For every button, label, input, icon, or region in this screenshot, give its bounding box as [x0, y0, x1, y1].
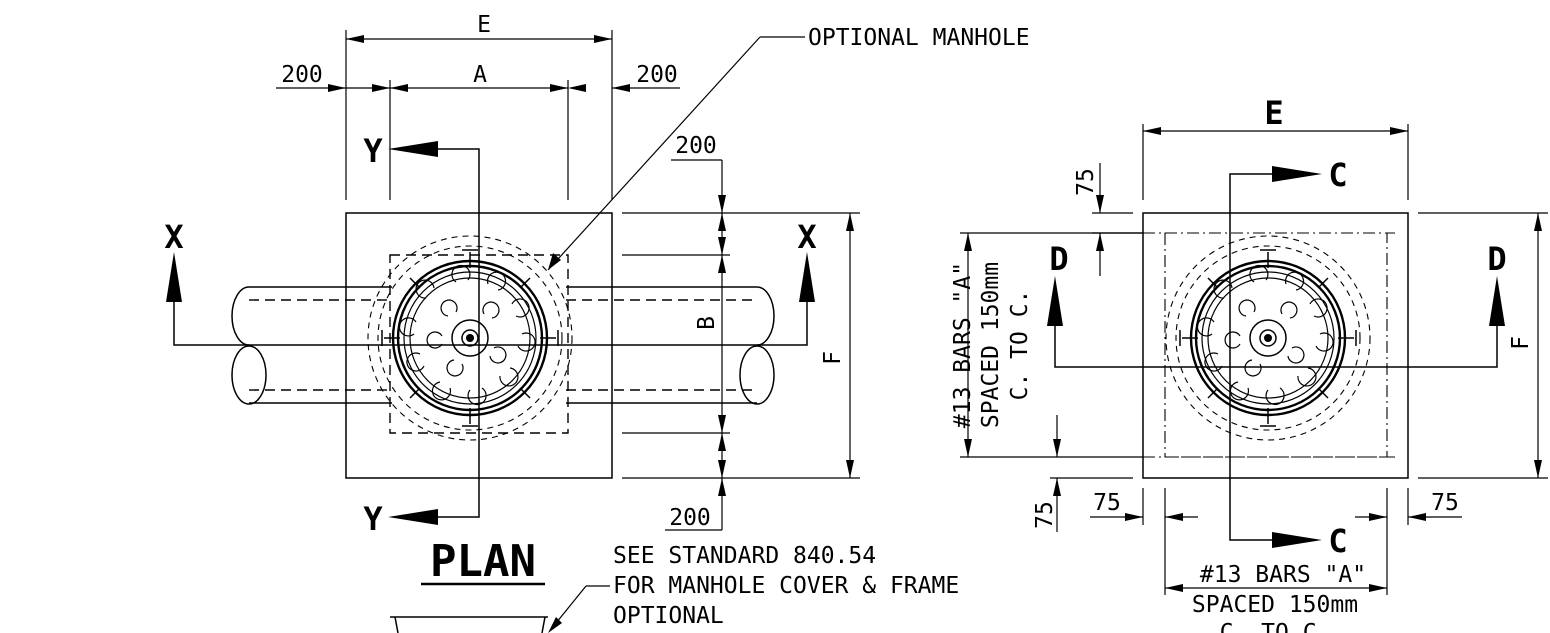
plan-view: E A 200 200 OPTIONAL MANHOLE — [164, 12, 1030, 633]
section-d-marker: D D — [1047, 240, 1507, 368]
reinf-vertical-bars-dim: #13 BARS "A" SPACED 150mm C. TO C. — [950, 232, 1143, 458]
note-line-1: SEE STANDARD 840.54 — [613, 543, 876, 569]
note-line-3: OPTIONAL — [613, 603, 724, 629]
plan-pipe-right — [566, 286, 775, 405]
reinf-horizontal-bars-dim: #13 BARS "A" SPACED 150mm C. TO C. — [1165, 562, 1387, 633]
reinf-e-label: E — [1264, 94, 1283, 132]
section-x-right: X — [797, 218, 816, 256]
section-y-marker: Y Y — [363, 132, 480, 538]
plan-b-label: B — [694, 316, 720, 330]
section-d-right: D — [1487, 240, 1506, 278]
plan-pipe-left — [231, 286, 392, 405]
optional-manhole-label: OPTIONAL MANHOLE — [808, 25, 1030, 51]
section-c-marker: C C — [1229, 156, 1348, 560]
reinf-manhole — [1164, 234, 1372, 442]
plan-dim-a: A 200 200 — [276, 62, 680, 200]
plan-top-200: 200 — [675, 133, 717, 159]
plan-left-200: 200 — [281, 62, 323, 88]
reinf-right-75: 75 — [1431, 490, 1459, 516]
reinf-top-cover-dim: 75 — [1073, 163, 1143, 276]
section-x-left: X — [164, 218, 183, 256]
plan-title: PLAN — [430, 536, 536, 587]
section-y-top: Y — [363, 132, 383, 170]
reinf-horiz-line1: #13 BARS "A" — [1200, 562, 1366, 588]
plan-right-200: 200 — [636, 62, 678, 88]
plan-e-label: E — [477, 12, 491, 38]
section-y-bottom: Y — [363, 500, 383, 538]
reinf-dim-e: E — [1142, 94, 1409, 200]
plan-a-label: A — [473, 62, 487, 88]
reinf-vert-line1: #13 BARS "A" — [950, 262, 976, 428]
reinf-horiz-line3: C. TO C. — [1220, 620, 1331, 633]
reinf-vert-line2: SPACED 150mm — [978, 262, 1004, 428]
plan-dim-b: 200 200 B — [622, 133, 860, 531]
section-x-marker: X X — [164, 218, 817, 346]
note-line-2: FOR MANHOLE COVER & FRAME — [613, 573, 959, 599]
reinf-horiz-line2: SPACED 150mm — [1192, 592, 1358, 618]
reinf-top-75: 75 — [1073, 168, 1099, 196]
cover-note: SEE STANDARD 840.54 FOR MANHOLE COVER & … — [390, 543, 959, 633]
plan-f-label: F — [820, 351, 846, 365]
reinf-dim-f: F — [1418, 212, 1548, 479]
reinf-vert-line3: C. TO C. — [1007, 290, 1033, 401]
section-c-bottom: C — [1328, 522, 1347, 560]
plan-bottom-200: 200 — [669, 505, 711, 531]
reinf-bottom-75: 75 — [1032, 501, 1058, 529]
reinf-bottom-cover-dim: 75 — [1032, 415, 1133, 532]
plan-dim-e: E — [345, 12, 613, 200]
plan-dim-f: F — [820, 213, 854, 478]
section-c-top: C — [1328, 156, 1347, 194]
reinf-side-cover-dims: 75 75 — [1090, 488, 1462, 595]
optional-manhole-callout: OPTIONAL MANHOLE — [547, 25, 1030, 271]
reinf-f-label: F — [1508, 336, 1534, 350]
reinf-left-75: 75 — [1093, 490, 1121, 516]
reinf-base-slab — [1142, 212, 1409, 479]
section-d-left: D — [1049, 240, 1068, 278]
reinforcement-view: E F C C D D — [950, 94, 1548, 633]
plan-manhole — [366, 234, 574, 442]
